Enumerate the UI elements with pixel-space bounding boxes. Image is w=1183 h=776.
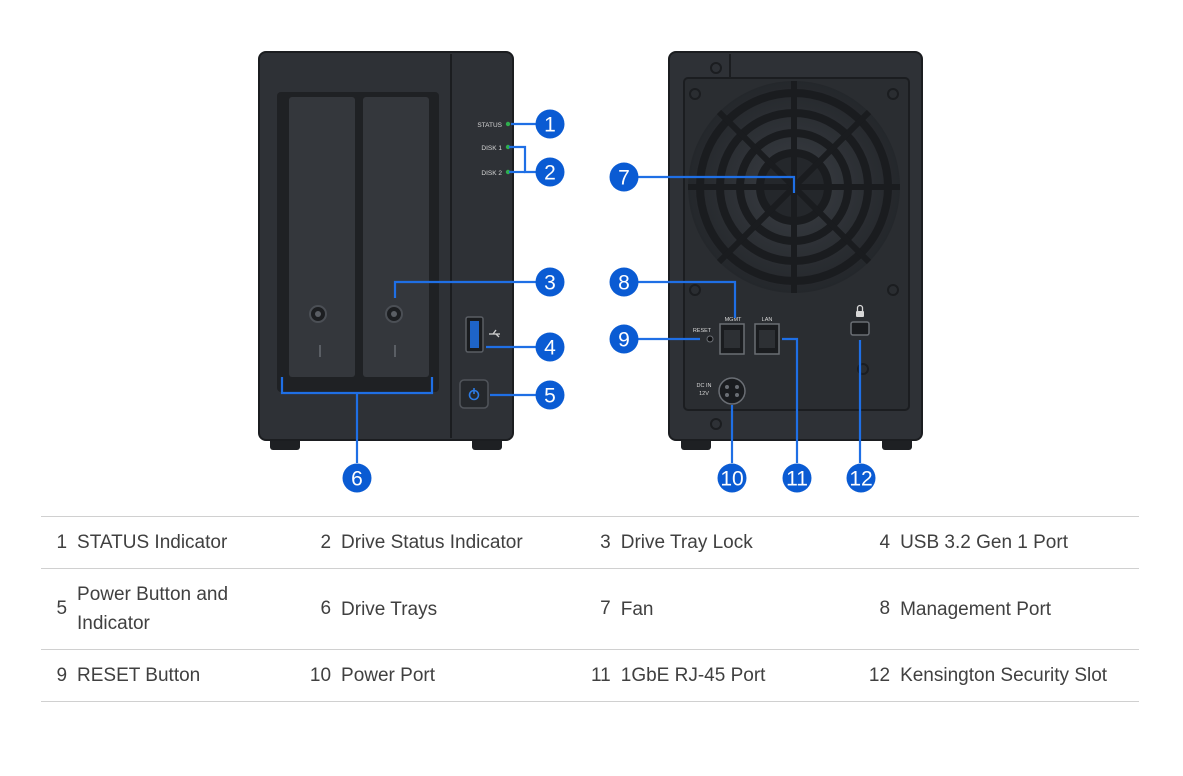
callout-11: 11 [782,463,812,493]
part-label: Drive Trays [341,598,438,620]
part-number: 3 [600,531,611,553]
svg-text:7: 7 [618,167,630,190]
usb-port[interactable] [465,316,484,353]
screw-icon [689,88,701,100]
callout-9: 9 [609,324,639,354]
svg-text:6: 6 [351,468,363,491]
callout-8: 8 [609,267,639,297]
svg-text:9: 9 [618,329,630,352]
part-label: Kensington Security Slot [900,665,1108,686]
callout-10: 10 [717,463,747,493]
rear-panel: MGMT LAN RESET DC IN 12V [668,51,923,450]
screw-icon [887,284,899,296]
drive-tray-2[interactable] [363,97,429,377]
table-row: 1 STATUS Indicator 2 Drive Status Indica… [41,516,1139,569]
mgmt-port-label: MGMT [725,317,742,323]
part-label: RESET Button [77,665,201,686]
dcin-voltage-label: 12V [699,391,709,397]
callouts: 1 2 3 4 5 6 7 8 9 10 11 12 [342,109,876,493]
part-number: 4 [879,531,891,553]
kensington-slot[interactable] [850,321,870,336]
status-led-label: STATUS [477,122,502,129]
management-port[interactable] [719,323,745,355]
power-port[interactable] [718,377,746,405]
svg-text:10: 10 [720,468,743,491]
status-led [505,121,511,127]
reset-button[interactable] [706,335,714,343]
part-number: 10 [309,664,332,686]
svg-text:5: 5 [544,385,556,408]
svg-text:11: 11 [786,468,808,491]
callout-3: 3 [535,267,565,297]
usb-icon [489,329,500,338]
callout-5: 5 [535,380,565,410]
part-label: 1GbE RJ-45 Port [620,665,766,686]
disk1-led-label: DISK 1 [481,145,502,152]
callout-2: 2 [535,157,565,187]
part-label: Management Port [900,598,1052,620]
table-row: 9 RESET Button 10 Power Port 11 1GbE RJ-… [41,649,1139,702]
callout-6: 6 [342,463,372,493]
lan-port[interactable] [754,323,780,355]
part-label: STATUS Indicator [77,532,228,553]
callout-1: 1 [535,109,565,139]
leader-lines [280,122,862,463]
screw-icon [710,62,722,74]
part-number: 5 [56,598,68,619]
screw-icon [710,418,722,430]
callout-4: 4 [535,332,565,362]
front-panel: STATUS DISK 1 DISK 2 [258,51,514,450]
disk2-led-label: DISK 2 [481,170,502,177]
svg-text:1: 1 [544,114,556,137]
part-number: 1 [56,531,68,553]
table-row: 5 Power Button and Indicator 6 Drive Tra… [41,568,1139,650]
parts-legend-table: 1 STATUS Indicator 2 Drive Status Indica… [41,516,1139,702]
callout-12: 12 [846,463,876,493]
part-number: 9 [56,664,68,686]
svg-text:2: 2 [544,162,556,185]
svg-text:8: 8 [618,272,630,295]
nas-hardware-diagram: STATUS DISK 1 DISK 2 [258,51,923,493]
power-button[interactable] [459,379,489,409]
kensington-lock-icon [856,304,864,317]
part-number: 11 [591,664,611,686]
reset-label: RESET [693,328,712,334]
part-number: 12 [868,664,891,686]
lan-port-label: LAN [762,317,773,323]
part-label: Fan [620,598,654,620]
svg-text:12: 12 [849,468,872,491]
part-label: Power Button and Indicator [77,584,229,634]
part-number: 7 [600,598,611,619]
part-number: 8 [879,598,891,619]
part-number: 2 [320,531,332,553]
part-label: USB 3.2 Gen 1 Port [900,532,1068,553]
drive-tray-1[interactable] [289,97,355,377]
screw-icon [887,88,899,100]
screw-icon [689,284,701,296]
svg-text:4: 4 [544,337,556,360]
callout-7: 7 [609,162,639,192]
dcin-label: DC IN [697,383,712,389]
screw-icon [857,363,869,375]
part-label: Power Port [341,665,435,686]
svg-text:3: 3 [544,272,556,295]
part-label: Drive Tray Lock [620,532,753,553]
part-number: 6 [320,598,332,619]
part-label: Drive Status Indicator [341,532,523,553]
